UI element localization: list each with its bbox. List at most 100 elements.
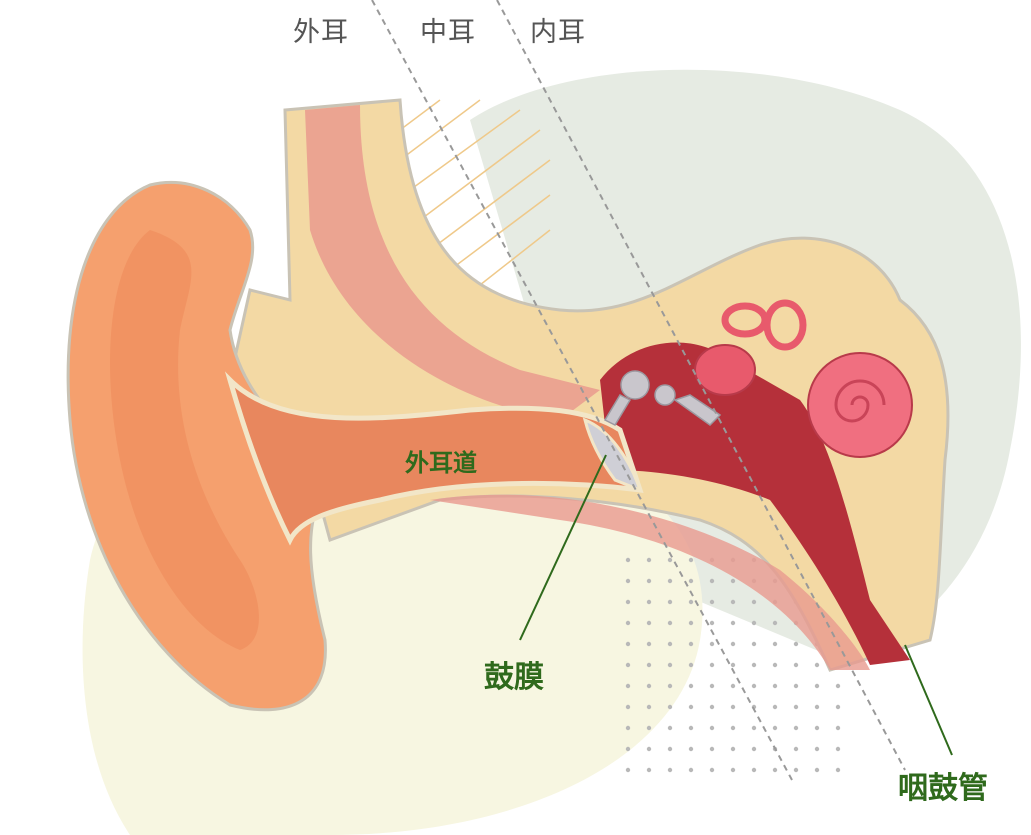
grid-dot — [730, 746, 736, 752]
grid-dot — [667, 725, 673, 731]
grid-dot — [772, 641, 778, 647]
grid-dot — [709, 746, 715, 752]
grid-dot — [688, 641, 694, 647]
grid-dot — [646, 725, 652, 731]
grid-dot — [730, 662, 736, 668]
grid-dot — [730, 599, 736, 605]
grid-dot — [730, 725, 736, 731]
grid-dot — [667, 578, 673, 584]
grid-dot — [688, 662, 694, 668]
grid-dot — [709, 662, 715, 668]
grid-dot — [730, 641, 736, 647]
grid-dot — [730, 578, 736, 584]
grid-dot — [772, 683, 778, 689]
hatch-pattern — [399, 99, 551, 286]
inner-ear — [694, 299, 913, 458]
grid-dot — [667, 620, 673, 626]
grid-dot — [646, 662, 652, 668]
grid-dot — [793, 641, 799, 647]
grid-dot — [793, 662, 799, 668]
outer-middle-divider — [371, 0, 793, 781]
grid-dot — [625, 725, 631, 731]
grid-dot — [751, 746, 757, 752]
grid-dot — [688, 683, 694, 689]
grid-dot — [814, 767, 820, 773]
grid-dot — [793, 683, 799, 689]
grid-dot — [667, 767, 673, 773]
grid-dot — [709, 725, 715, 731]
grid-dot — [625, 662, 631, 668]
grid-dot — [751, 662, 757, 668]
label-inner-ear: 内耳 — [530, 17, 586, 48]
grid-dot — [646, 599, 652, 605]
grid-dot — [814, 746, 820, 752]
grid-dot — [709, 599, 715, 605]
grid-dot — [751, 767, 757, 773]
ear-canal — [224, 371, 644, 546]
label-eustachian-tube: 咽鼓管 — [898, 771, 988, 806]
grid-dot — [688, 704, 694, 710]
grid-dot — [772, 767, 778, 773]
grid-dot — [646, 704, 652, 710]
grid-dot — [688, 599, 694, 605]
grid-dot — [688, 767, 694, 773]
grid-dot — [709, 641, 715, 647]
grid-dot — [835, 746, 841, 752]
grid-dot — [730, 683, 736, 689]
grid-dot — [751, 641, 757, 647]
grid-dot — [814, 704, 820, 710]
grid-dot — [625, 746, 631, 752]
grid-dot — [688, 620, 694, 626]
label-outer-ear: 外耳 — [293, 17, 349, 48]
grid-dot — [835, 704, 841, 710]
grid-dot — [814, 662, 820, 668]
grid-dot — [646, 620, 652, 626]
grid-dot — [688, 725, 694, 731]
grid-dot — [709, 704, 715, 710]
grid-dot — [688, 746, 694, 752]
grid-dot — [793, 767, 799, 773]
grid-dot — [667, 662, 673, 668]
grid-dot — [751, 683, 757, 689]
grid-dot — [667, 557, 673, 563]
grid-dot — [646, 641, 652, 647]
eardrum-leader-line — [519, 454, 607, 641]
eustachian-tube-leader-line — [904, 644, 953, 756]
label-ear-canal: 外耳道 — [405, 449, 477, 477]
grid-dot — [625, 683, 631, 689]
label-middle-ear: 中耳 — [420, 17, 476, 48]
grid-dot — [751, 725, 757, 731]
grid-dot — [625, 578, 631, 584]
middle-inner-divider — [496, 0, 906, 771]
grid-dot — [730, 620, 736, 626]
grid-dot — [688, 557, 694, 563]
grid-dot — [814, 725, 820, 731]
grid-dot — [667, 599, 673, 605]
grid-dot — [793, 746, 799, 752]
grid-dot — [625, 767, 631, 773]
grid-dot — [772, 662, 778, 668]
grid-dot — [793, 704, 799, 710]
label-eardrum: 鼓膜 — [484, 660, 544, 695]
grid-dot — [688, 578, 694, 584]
grid-dot — [709, 683, 715, 689]
grid-dot — [667, 746, 673, 752]
grid-dot — [730, 704, 736, 710]
grid-dot — [772, 704, 778, 710]
grid-dot — [709, 578, 715, 584]
auricle-inner — [110, 230, 259, 650]
grid-dot — [625, 599, 631, 605]
grid-dot — [646, 557, 652, 563]
grid-dot — [625, 641, 631, 647]
grid-dot — [709, 620, 715, 626]
grid-dot — [835, 725, 841, 731]
grid-dot — [730, 767, 736, 773]
grid-dot — [625, 620, 631, 626]
grid-dot — [793, 725, 799, 731]
temporal-bone — [228, 98, 950, 672]
grid-dot — [751, 620, 757, 626]
grid-dot — [772, 725, 778, 731]
grid-dot — [646, 767, 652, 773]
grid-dot — [772, 620, 778, 626]
